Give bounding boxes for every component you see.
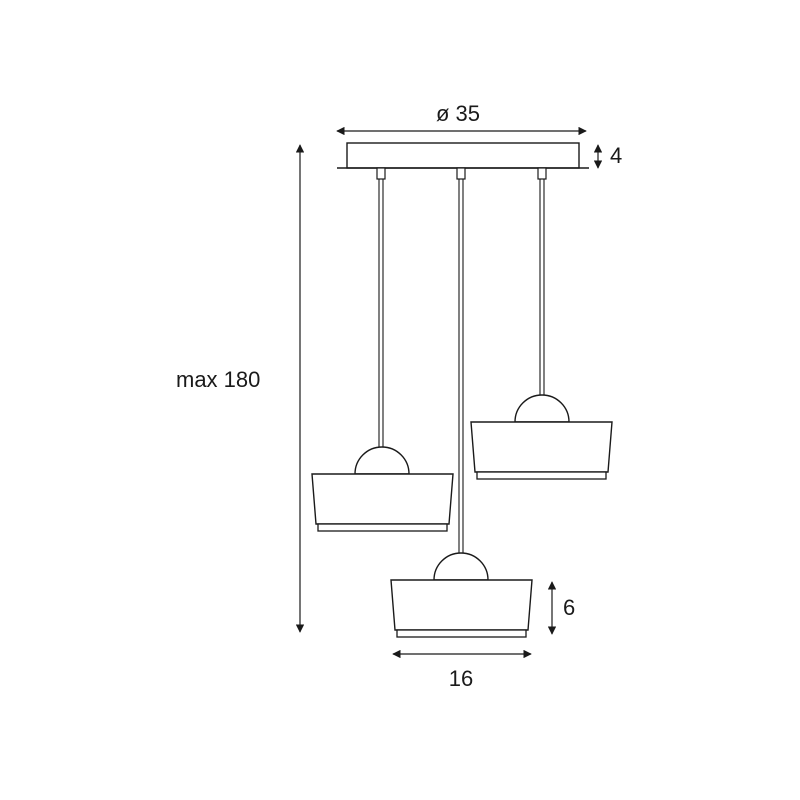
- shade-height-dimension: 6: [547, 581, 575, 635]
- canopy-height-dimension: 4: [593, 143, 622, 169]
- canopy-diameter-dimension: ø 35: [336, 101, 587, 136]
- pendant-shade-right: [470, 394, 613, 480]
- cable-clamp-right: [537, 167, 547, 180]
- canopy-diameter-label: ø 35: [436, 101, 480, 126]
- pendant-shade-center: [390, 552, 533, 638]
- cable-clamp-center: [456, 167, 466, 180]
- suspension-cables: [378, 179, 545, 555]
- cable-clamp-left: [376, 167, 386, 180]
- canopy-height-label: 4: [610, 143, 622, 168]
- max-height-dimension: max 180: [176, 144, 305, 633]
- shade-width-label: 16: [449, 666, 473, 691]
- max-height-label: max 180: [176, 367, 260, 392]
- ceiling-canopy: [337, 142, 589, 180]
- shade-width-dimension: 16: [392, 649, 532, 691]
- shade-height-label: 6: [563, 595, 575, 620]
- pendant-shade-left: [311, 446, 454, 532]
